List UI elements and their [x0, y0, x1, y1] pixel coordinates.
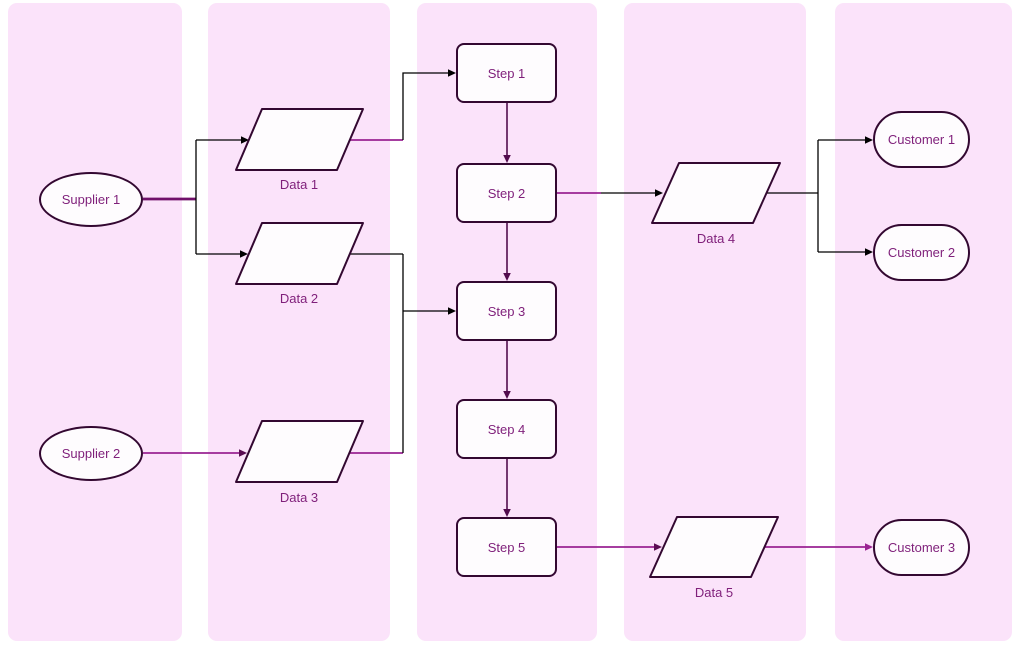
node-label: Customer 2 [887, 245, 956, 260]
node-label: Step 4 [487, 421, 526, 437]
node-label: Step 3 [487, 303, 526, 319]
node-label: Supplier 2 [61, 446, 121, 461]
arrowhead-icon [240, 250, 248, 258]
arrowhead-icon [655, 189, 663, 197]
node-step-5[interactable]: Step 5 [456, 517, 557, 577]
arrowhead-icon [503, 155, 511, 163]
node-data-4[interactable] [651, 162, 781, 224]
arrowhead-icon [239, 449, 247, 457]
arrowhead-icon [865, 543, 873, 551]
node-step-4[interactable]: Step 4 [456, 399, 557, 459]
node-data-1[interactable] [235, 108, 364, 171]
node-label: Customer 3 [887, 540, 956, 555]
arrowhead-icon [503, 391, 511, 399]
arrowhead-icon [865, 248, 873, 256]
arrowhead-icon [448, 307, 456, 315]
node-customer-2[interactable]: Customer 2 [873, 224, 970, 281]
arrowhead-icon [503, 273, 511, 281]
connector-line [402, 72, 448, 140]
arrowhead-icon [865, 136, 873, 144]
node-step-1[interactable]: Step 1 [456, 43, 557, 103]
node-data-3[interactable] [235, 420, 364, 483]
node-supplier-2[interactable]: Supplier 2 [39, 426, 143, 481]
arrowhead-icon [503, 509, 511, 517]
node-label: Step 5 [487, 539, 526, 555]
arrowhead-icon [241, 136, 249, 144]
node-label: Customer 1 [887, 132, 956, 147]
node-data-3-label: Data 3 [279, 490, 319, 505]
arrowhead-icon [448, 69, 456, 77]
node-step-3[interactable]: Step 3 [456, 281, 557, 341]
node-data-4-label: Data 4 [696, 231, 736, 246]
node-supplier-1[interactable]: Supplier 1 [39, 172, 143, 227]
node-label: Supplier 1 [61, 192, 121, 207]
node-step-2[interactable]: Step 2 [456, 163, 557, 223]
node-data-5-label: Data 5 [694, 585, 734, 600]
node-customer-1[interactable]: Customer 1 [873, 111, 970, 168]
node-data-1-label: Data 1 [279, 177, 319, 192]
node-customer-3[interactable]: Customer 3 [873, 519, 970, 576]
node-label: Step 2 [487, 185, 526, 201]
node-data-2[interactable] [235, 222, 364, 285]
arrowhead-icon [654, 543, 662, 551]
swimlane-suppliers [8, 3, 182, 641]
node-data-2-label: Data 2 [279, 291, 319, 306]
node-data-5[interactable] [649, 516, 779, 578]
node-label: Step 1 [487, 65, 526, 81]
